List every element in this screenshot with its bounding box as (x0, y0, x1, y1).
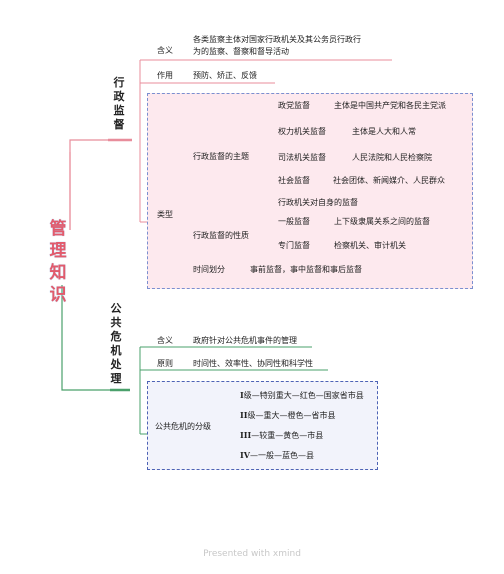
meaning-label: 含义 (157, 46, 173, 55)
nature-item-name: 专门监督 (278, 241, 310, 250)
crisis-level-item: II级—重大—橙色—省市县 (240, 410, 335, 421)
crisis-level-item: IV—一般—蓝色—县 (240, 450, 314, 461)
level-text: 级—特别重大—红色—国家省市县 (243, 391, 364, 400)
types-label: 类型 (157, 210, 173, 219)
subject-item-desc: 人民法院和人民检察院 (352, 153, 432, 162)
level-numeral: III (240, 430, 252, 440)
nature-item-desc: 检察机关、审计机关 (334, 241, 406, 250)
nature-label: 行政监督的性质 (193, 231, 249, 240)
crisis-meaning-label: 含义 (157, 336, 173, 345)
level-text: 级—重大—橙色—省市县 (247, 411, 336, 420)
time-desc: 事前监督，事中监督和事后监督 (250, 265, 362, 274)
subject-item-desc: 主体是中国共产党和各民主党派 (334, 101, 446, 110)
crisis-principle-label: 原则 (157, 359, 173, 368)
footer-watermark: Presented with xmind (203, 549, 301, 559)
root-title: 管理知识 (49, 219, 67, 305)
types-box (147, 93, 473, 289)
subject-item-name: 社会监督 (278, 176, 310, 185)
crisis-level-item: I级—特别重大—红色—国家省市县 (240, 390, 364, 401)
subject-item-name: 行政机关对自身的监督 (278, 198, 358, 207)
level-numeral: II (240, 410, 248, 420)
nature-item-desc: 上下级隶属关系之间的监督 (334, 217, 430, 226)
subject-item-name: 权力机关监督 (278, 127, 326, 136)
subject-item-name: 司法机关监督 (278, 153, 326, 162)
branch1-title: 行政监督 (113, 76, 125, 131)
time-label: 时间划分 (193, 265, 225, 274)
subject-label: 行政监督的主题 (193, 152, 249, 161)
level-text: —一般—蓝色—县 (249, 451, 314, 460)
crisis-levels-label: 公共危机的分级 (155, 422, 211, 431)
level-text: —较重—黄色—市县 (251, 431, 324, 440)
nature-item-name: 一般监督 (278, 217, 310, 226)
subject-item-desc: 社会团体、新闻媒介、人民群众 (333, 176, 445, 185)
crisis-level-item: III—较重—黄色—市县 (240, 430, 323, 441)
level-numeral: IV (240, 450, 250, 460)
meaning-desc-line2: 为的监察、督察和督导活动 (193, 47, 289, 56)
crisis-levels-box (147, 381, 378, 470)
meaning-desc-line1: 各类监察主体对国家行政机关及其公务员行政行 (193, 35, 361, 44)
crisis-principle-desc: 时间性、效率性、协同性和科学性 (193, 359, 313, 368)
branch2-title: 公共危机处理 (110, 302, 122, 385)
subject-item-name: 政党监督 (278, 101, 310, 110)
function-label: 作用 (157, 71, 173, 80)
subject-item-desc: 主体是人大和人常 (352, 127, 416, 136)
crisis-meaning-desc: 政府针对公共危机事件的管理 (193, 336, 297, 345)
level-numeral: I (240, 390, 244, 400)
function-desc: 预防、矫正、反馈 (193, 71, 257, 80)
